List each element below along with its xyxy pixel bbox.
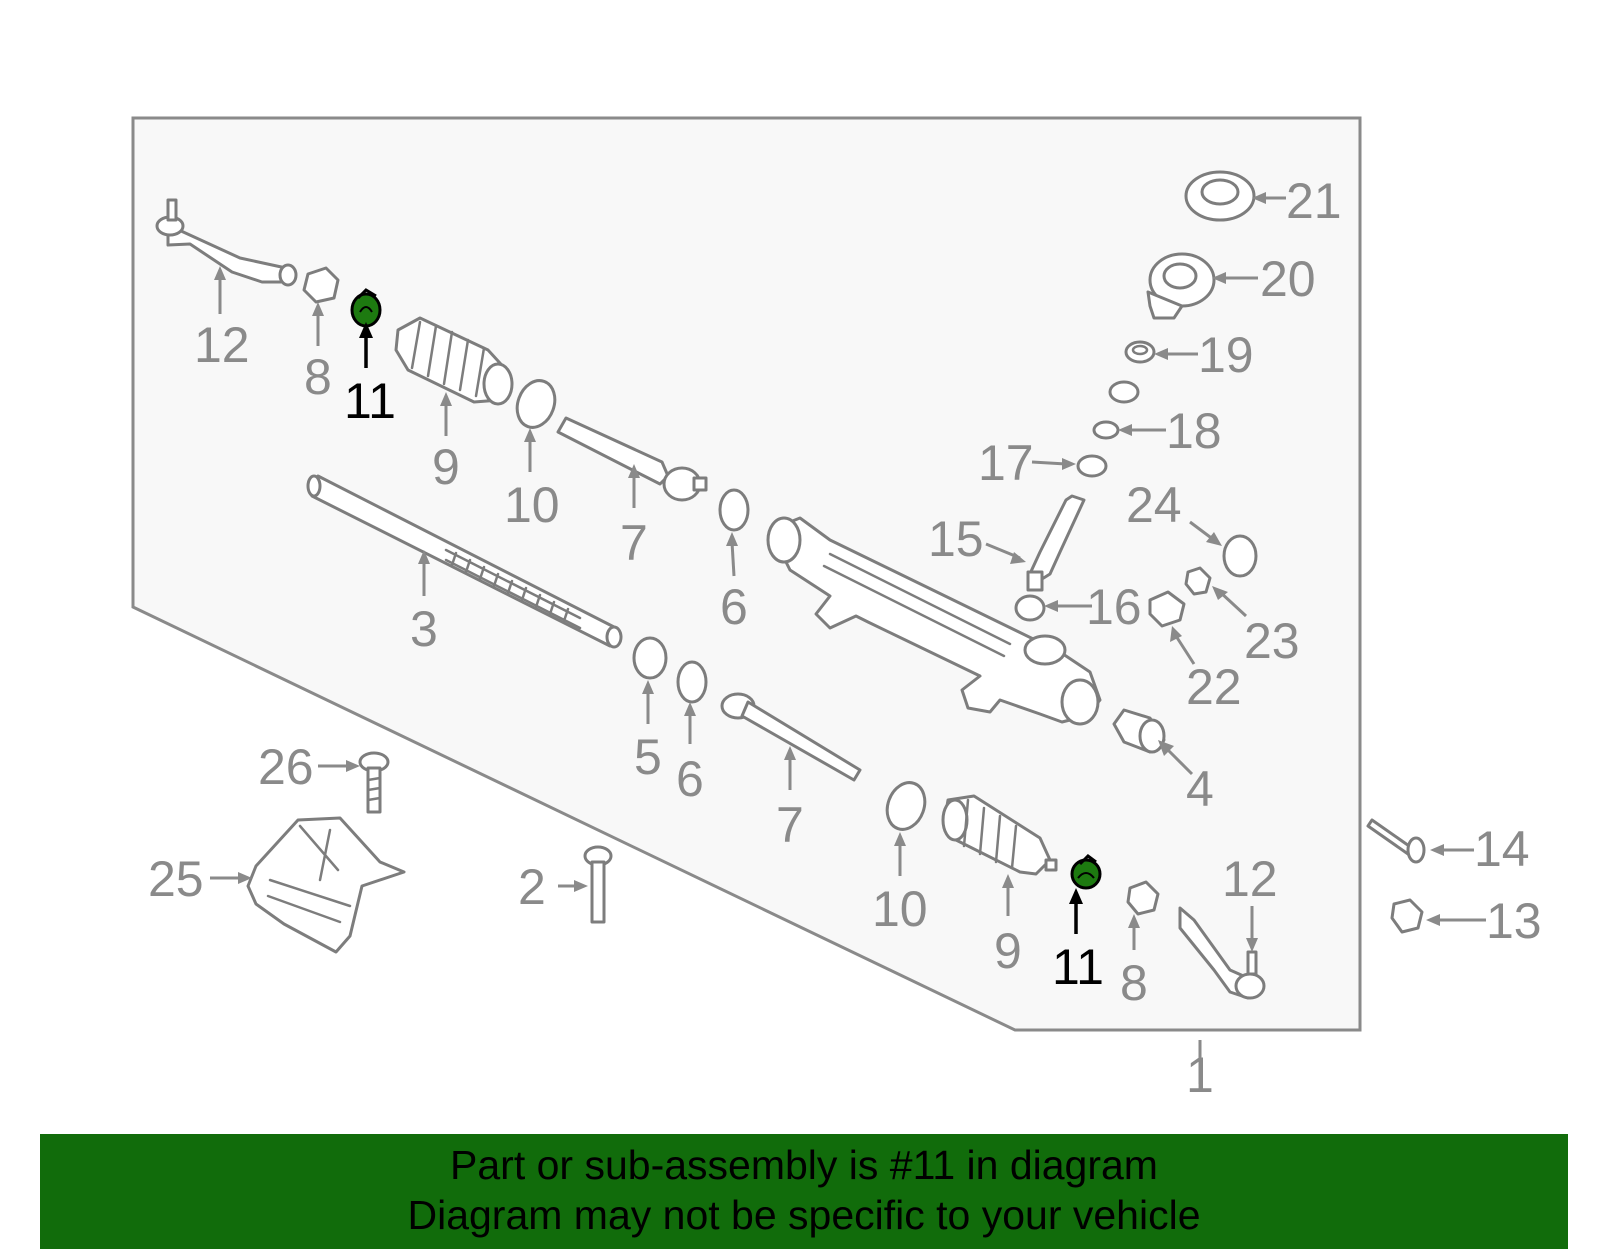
callout-11-left: 11 [344, 373, 396, 429]
o-ring-upper [718, 488, 750, 532]
callout-11-right: 11 [1052, 939, 1104, 995]
mount-nut [1390, 898, 1424, 934]
callout-7-left: 7 [620, 515, 648, 571]
callout-10-left: 10 [504, 477, 560, 533]
callout-25: 25 [148, 851, 204, 907]
callout-26: 26 [258, 739, 314, 795]
small-nut [1184, 566, 1212, 596]
callout-14: 14 [1474, 821, 1530, 877]
callout-9-right: 9 [994, 923, 1022, 979]
boot-left [394, 316, 514, 406]
heat-shield-bolt [358, 751, 390, 814]
rack [306, 474, 623, 649]
banner-line-2: Diagram may not be specific to your vehi… [407, 1192, 1201, 1238]
tie-rod-end-right [1178, 906, 1266, 1000]
tie-rod-end-left [155, 198, 298, 287]
yoke-plug [1148, 590, 1186, 628]
callout-6-upper: 6 [720, 579, 748, 635]
inner-tie-rod-left [556, 416, 708, 502]
callout-16: 16 [1086, 579, 1142, 635]
boot-right [941, 794, 1058, 876]
callout-17: 17 [978, 435, 1034, 491]
washer [1092, 420, 1120, 440]
heat-shield [246, 816, 406, 954]
banner-line-1: Part or sub-assembly is #11 in diagram [450, 1142, 1158, 1188]
dust-seal [1076, 454, 1108, 478]
callout-20: 20 [1260, 251, 1316, 307]
info-banner: Part or sub-assembly is #11 in diagram D… [40, 1134, 1568, 1249]
bushing [1112, 708, 1166, 754]
callout-2: 2 [518, 859, 546, 915]
nut-right [1126, 880, 1160, 916]
callout-22: 22 [1186, 659, 1242, 715]
band-right [885, 781, 927, 831]
band-left [515, 379, 557, 429]
callout-7-right: 7 [776, 797, 804, 853]
callout-15: 15 [928, 511, 984, 567]
callout-24: 24 [1126, 477, 1182, 533]
callout-4: 4 [1186, 761, 1214, 817]
mount-bolt [1366, 818, 1426, 864]
dust-cap [1184, 170, 1256, 222]
callout-12-left: 12 [194, 317, 250, 373]
callout-19: 19 [1198, 327, 1254, 383]
callout-13: 13 [1486, 893, 1542, 949]
gear-mount-bolt [583, 845, 613, 924]
leader-lines [210, 192, 1486, 1084]
callout-5: 5 [634, 729, 662, 785]
pinion-shaft [1026, 494, 1086, 592]
callout-18: 18 [1166, 403, 1222, 459]
callout-3: 3 [410, 601, 438, 657]
callout-12-right: 12 [1222, 851, 1278, 907]
callout-8-left: 8 [304, 349, 332, 405]
o-ring-lower [676, 660, 708, 704]
gear-cover [1146, 252, 1216, 320]
gear-housing [766, 516, 1102, 726]
callout-6-lower: 6 [676, 751, 704, 807]
cap [1222, 534, 1258, 578]
callout-8-right: 8 [1120, 955, 1148, 1011]
plug [1014, 594, 1046, 622]
nut-left [302, 266, 340, 304]
callout-9-left: 9 [432, 439, 460, 495]
callout-23: 23 [1244, 613, 1300, 669]
callout-21: 21 [1286, 173, 1342, 229]
callout-10-right: 10 [872, 881, 928, 937]
seal [632, 636, 668, 680]
boot-clamp-right [1070, 854, 1102, 890]
inner-tie-rod-right [720, 692, 862, 782]
callout-1: 1 [1186, 1047, 1214, 1103]
snap-ring [1108, 340, 1156, 404]
